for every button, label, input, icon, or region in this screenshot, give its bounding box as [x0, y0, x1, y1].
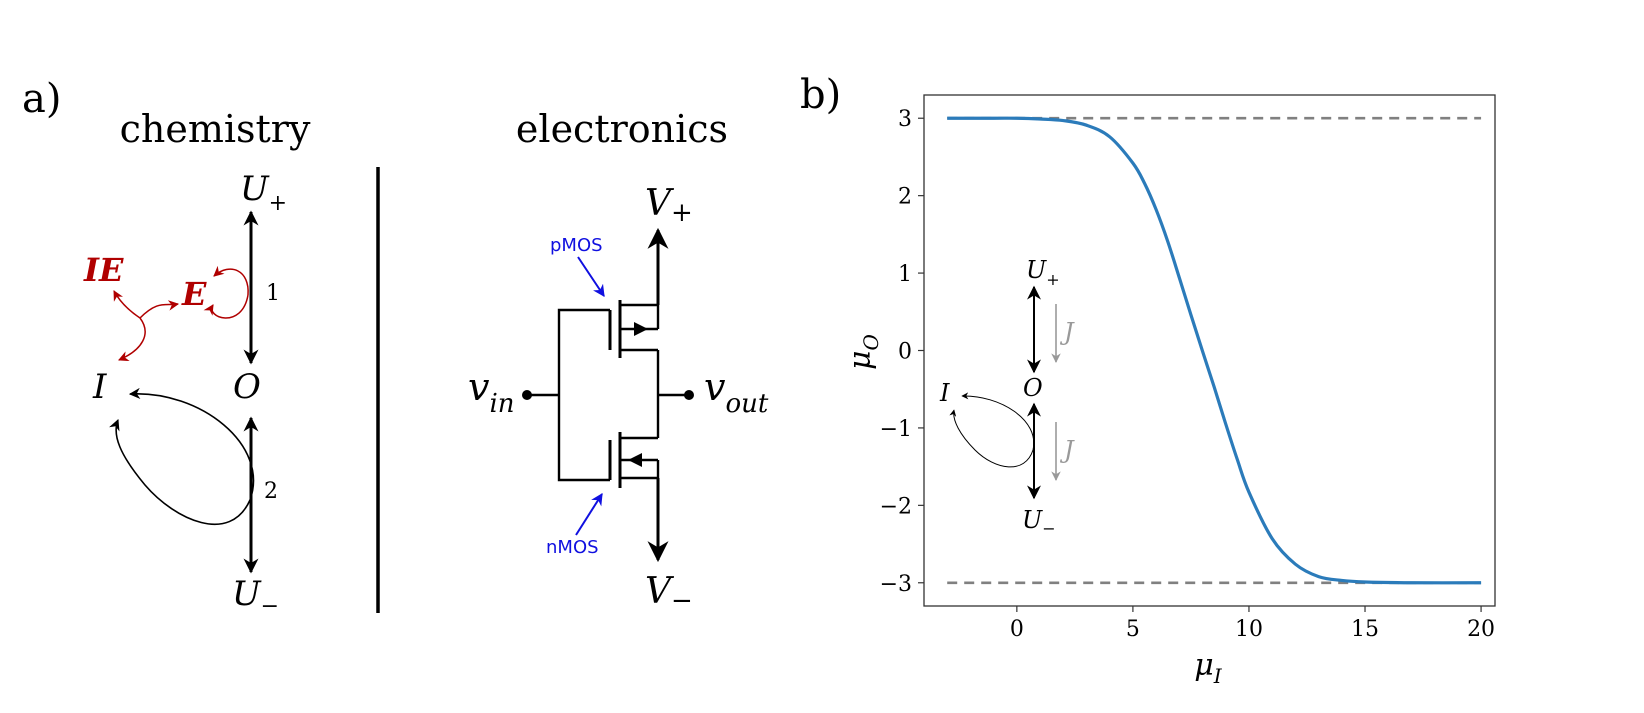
y-axis-ticks: −3 −2 −1 0 1 2 3	[880, 107, 924, 597]
electronics-schematic: electronics V+ V− vin vout	[468, 107, 769, 616]
x-tick-label: 0	[1010, 617, 1024, 642]
species-ie: IE	[83, 251, 124, 289]
nmos-annotation-arrow	[575, 492, 603, 536]
chemistry-scheme: chemistry U+ U− O I E IE 1 2	[83, 107, 311, 619]
series-line	[947, 116, 1482, 585]
inset-scheme: U+ U− O I J J	[939, 256, 1075, 538]
panel-a-label: a)	[22, 76, 61, 122]
reaction-2-label: 2	[264, 479, 278, 504]
species-u-plus: U+	[240, 169, 287, 216]
electronics-title: electronics	[516, 107, 728, 151]
x-tick-label: 5	[1126, 617, 1140, 642]
nmos-annotation-label: nMOS	[546, 537, 599, 558]
y-tick-label: −2	[880, 494, 912, 519]
x-axis-ticks: 0 5 10 15 20	[1010, 606, 1495, 642]
binding-arrow-to-ie	[113, 290, 141, 319]
species-e: E	[181, 275, 207, 313]
panel-b: b) 0 5 10 15 20 −3 −2 −1 0 1 2 3 μI μO U+ U− O I J…	[800, 72, 1496, 688]
y-tick-label: −1	[880, 417, 912, 442]
inset-u-plus: U+	[1026, 256, 1060, 289]
pmos-annotation-arrow	[577, 256, 605, 297]
binding-arrow-to-i	[118, 317, 146, 362]
binding-arrow-to-e	[139, 300, 180, 319]
y-axis-label: μO	[843, 334, 883, 370]
nmos-transistor	[618, 432, 660, 488]
pmos-transistor	[618, 300, 660, 358]
y-tick-label: −3	[880, 572, 912, 597]
x-tick-label: 10	[1235, 617, 1263, 642]
v-in-label: vin	[468, 365, 515, 419]
v-out-label: vout	[704, 365, 769, 419]
pmos-annotation-label: pMOS	[550, 235, 603, 256]
series-layer	[947, 116, 1482, 585]
panel-a: a) chemistry U+ U− O I E IE 1 2	[22, 76, 769, 619]
enzyme-loop-upper	[213, 265, 249, 296]
chemistry-title: chemistry	[120, 107, 311, 151]
inset-feedback-upper	[961, 392, 1035, 451]
output-node	[684, 390, 694, 400]
inset-feedback-lower	[949, 409, 1034, 468]
inset-flux-label-bottom: J	[1059, 436, 1075, 464]
enzyme-loop-lower	[203, 294, 249, 319]
x-tick-label: 20	[1467, 617, 1495, 642]
y-tick-label: 1	[898, 262, 912, 287]
species-u-minus: U−	[232, 574, 279, 619]
reaction-1-label: 1	[266, 281, 280, 306]
species-o: O	[233, 367, 261, 407]
panel-b-label: b)	[800, 72, 841, 118]
inset-o: O	[1023, 374, 1043, 402]
y-tick-label: 3	[898, 107, 912, 132]
v-plus-label: V+	[645, 183, 693, 228]
transfer-curve-chart: 0 5 10 15 20 −3 −2 −1 0 1 2 3 μI μO	[843, 94, 1496, 688]
x-axis-label: μI	[1194, 648, 1223, 688]
gate-wire	[557, 308, 610, 482]
inset-i: I	[939, 379, 950, 407]
plot-frame	[923, 94, 1496, 607]
feedback-loop-arrow-lower	[109, 418, 251, 526]
inset-flux-label-top: J	[1059, 318, 1075, 346]
x-tick-label: 15	[1351, 617, 1379, 642]
y-tick-label: 2	[898, 185, 912, 210]
inset-u-minus: U−	[1022, 506, 1056, 538]
v-minus-label: V−	[645, 571, 693, 616]
species-i: I	[92, 367, 107, 407]
y-tick-label: 0	[898, 340, 912, 365]
feedback-loop-arrow-upper	[128, 387, 255, 501]
